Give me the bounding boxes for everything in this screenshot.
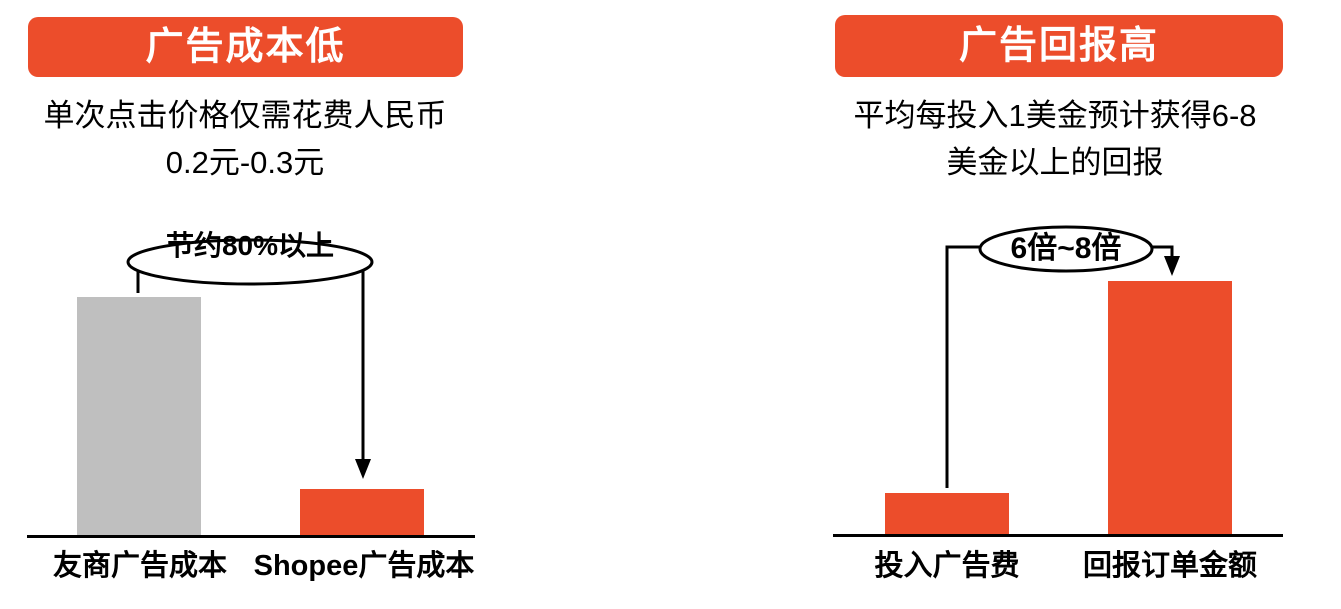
subtitle-line-1: 平均每投入1美金预计获得6-8 [853, 98, 1257, 133]
panel-header-text: 广告成本低 [145, 26, 346, 68]
panel-subtitle: 平均每投入1美金预计获得6-8 美金以上的回报 [815, 92, 1295, 186]
category-label-competitor: 友商广告成本 [52, 550, 227, 582]
callout-bracket-right [1150, 245, 1174, 260]
x-axis-line [27, 535, 475, 538]
panel-header-text: 广告回报高 [958, 25, 1159, 67]
category-label-order-return: 回报订单金额 [1082, 550, 1257, 582]
down-arrow-head [1164, 256, 1180, 276]
category-label-ad-spend: 投入广告费 [874, 550, 1020, 582]
panel-ad-cost-low: 广告成本低 单次点击价格仅需花费人民币 0.2元-0.3元 节约80%以上 友商… [0, 0, 500, 609]
category-label-shopee: Shopee广告成本 [253, 550, 475, 582]
panel-header-badge: 广告回报高 [835, 15, 1283, 77]
subtitle-line-1: 单次点击价格仅需花费人民币 [43, 98, 447, 133]
bar-order-return [1108, 281, 1232, 536]
x-axis-line [833, 534, 1283, 537]
savings-callout-label: 节约80%以上 [165, 230, 335, 261]
bar-ad-spend [885, 493, 1009, 536]
callout-bracket-left [945, 245, 985, 488]
multiplier-callout-label: 6倍~8倍 [1010, 232, 1122, 265]
panel-header-badge: 广告成本低 [28, 17, 463, 77]
panel-ad-return-high: 广告回报高 平均每投入1美金预计获得6-8 美金以上的回报 6倍~8倍 投入广告… [810, 0, 1341, 609]
down-arrow-head [355, 459, 371, 479]
bar-competitor-ad-cost [77, 297, 201, 537]
subtitle-line-2: 美金以上的回报 [946, 145, 1164, 180]
panel-subtitle: 单次点击价格仅需花费人民币 0.2元-0.3元 [5, 92, 485, 186]
bar-shopee-ad-cost [300, 489, 424, 537]
subtitle-line-2: 0.2元-0.3元 [165, 145, 325, 180]
